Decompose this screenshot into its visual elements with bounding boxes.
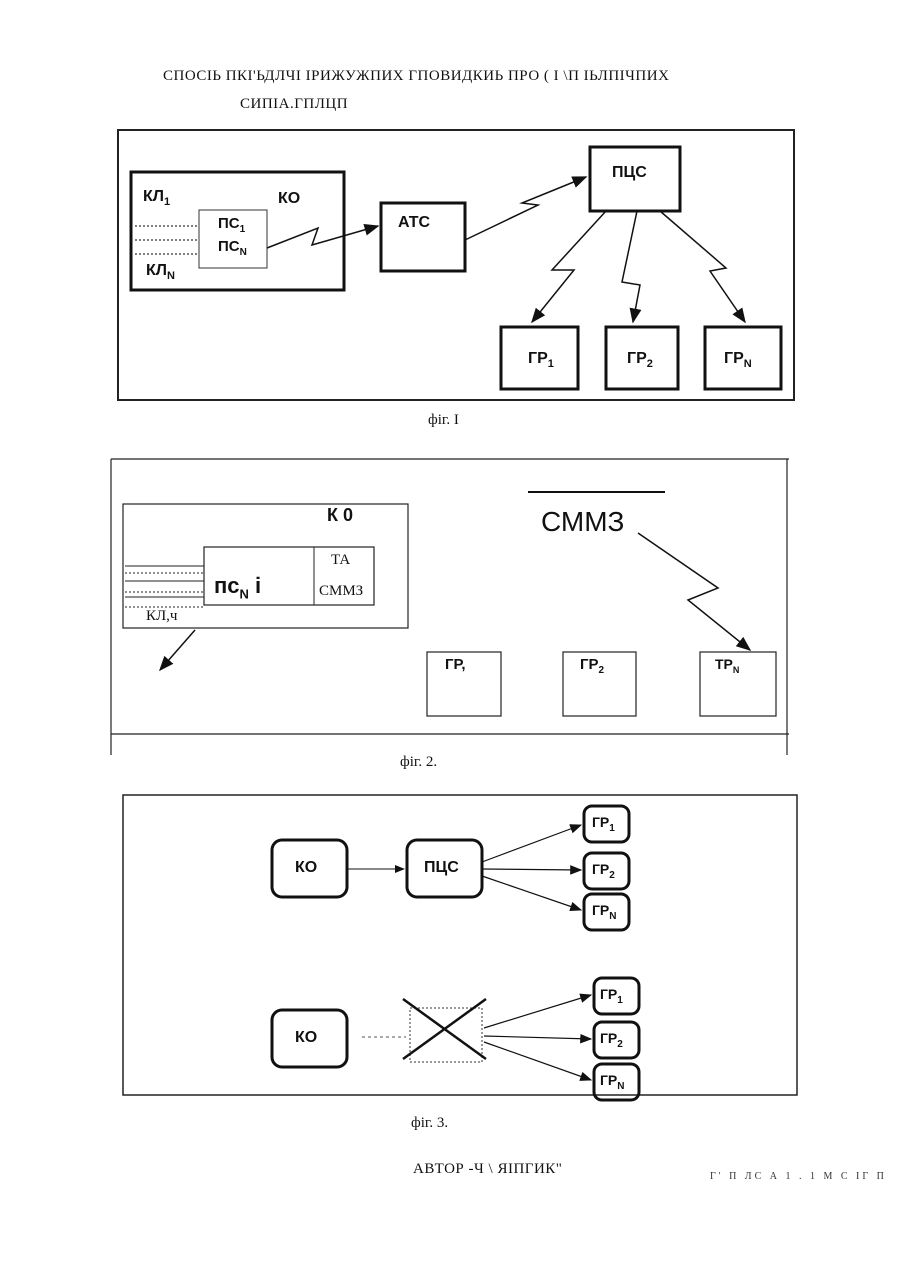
fig2-caption: фіг. 2. bbox=[400, 754, 437, 771]
fig3-removed-pcs-box bbox=[410, 1008, 482, 1062]
fig2-trn-label: ТРN bbox=[715, 656, 739, 675]
fig3-ko-label-bottom: КО bbox=[295, 1029, 317, 1047]
fig3-pcs-label: ПЦС bbox=[424, 859, 459, 877]
fig1-link-ps-ats bbox=[267, 226, 378, 248]
fig1-link-pcs-grn bbox=[660, 211, 745, 322]
fig1-gr2-label: ГР2 bbox=[627, 350, 653, 370]
fig2-pc-label: псN і bbox=[214, 573, 261, 601]
fig1-ats-label: АТС bbox=[398, 214, 430, 232]
fig1-kln-label: КЛN bbox=[146, 262, 175, 282]
fig2-smmz-inner-label: СММЗ bbox=[319, 583, 363, 600]
fig3-gr2-label-top: ГР2 bbox=[592, 861, 615, 881]
fig2-kl-label: КЛ,ч bbox=[146, 608, 177, 625]
figure-1-diagram bbox=[0, 0, 900, 420]
fig3-gr1-label-bottom: ГР1 bbox=[600, 986, 623, 1006]
footer-author: АВТОР -Ч \ ЯІПГИК" bbox=[413, 1161, 562, 1178]
figure-2-diagram bbox=[0, 440, 900, 760]
fig3-grn-label-top: ГРN bbox=[592, 902, 617, 922]
fig1-ps1-label: ПС1 bbox=[218, 215, 245, 235]
figure-3-diagram bbox=[0, 780, 900, 1110]
fig3-gr2-label-bottom: ГР2 bbox=[600, 1030, 623, 1050]
fig3-ko-label-top: КО bbox=[295, 859, 317, 877]
fig2-smmz-label: СММЗ bbox=[541, 506, 624, 538]
fig1-pcs-label: ПЦС bbox=[612, 164, 647, 182]
footer-faint-text: Г' П ЛС А 1 . 1 М С ІГ П bbox=[710, 1171, 887, 1182]
fig1-link-pcs-gr2 bbox=[622, 211, 640, 322]
fig1-ko-label: КО bbox=[278, 190, 300, 208]
fig1-caption: фіг. І bbox=[428, 412, 459, 429]
fig1-gr1-label: ГР1 bbox=[528, 350, 554, 370]
fig1-link-pcs-gr1 bbox=[532, 211, 606, 322]
fig1-grn-label: ГРN bbox=[724, 350, 752, 370]
fig1-psn-label: ПСN bbox=[218, 238, 247, 258]
fig1-kl1-label: КЛ1 bbox=[143, 188, 170, 208]
fig2-link-smmz-trn bbox=[638, 533, 750, 650]
fig2-gr2-label: ГР2 bbox=[580, 656, 604, 676]
fig3-grn-label-bottom: ГРN bbox=[600, 1072, 625, 1092]
fig2-ko-label: К 0 bbox=[327, 505, 353, 526]
fig2-ta-label: ТА bbox=[331, 552, 350, 569]
fig2-arrow-left bbox=[160, 630, 195, 670]
fig2-gr1-label: ГР, bbox=[445, 656, 466, 673]
fig3-gr1-label-top: ГР1 bbox=[592, 814, 615, 834]
fig1-link-ats-pcs bbox=[465, 177, 586, 240]
fig3-caption: фіг. 3. bbox=[411, 1115, 448, 1132]
